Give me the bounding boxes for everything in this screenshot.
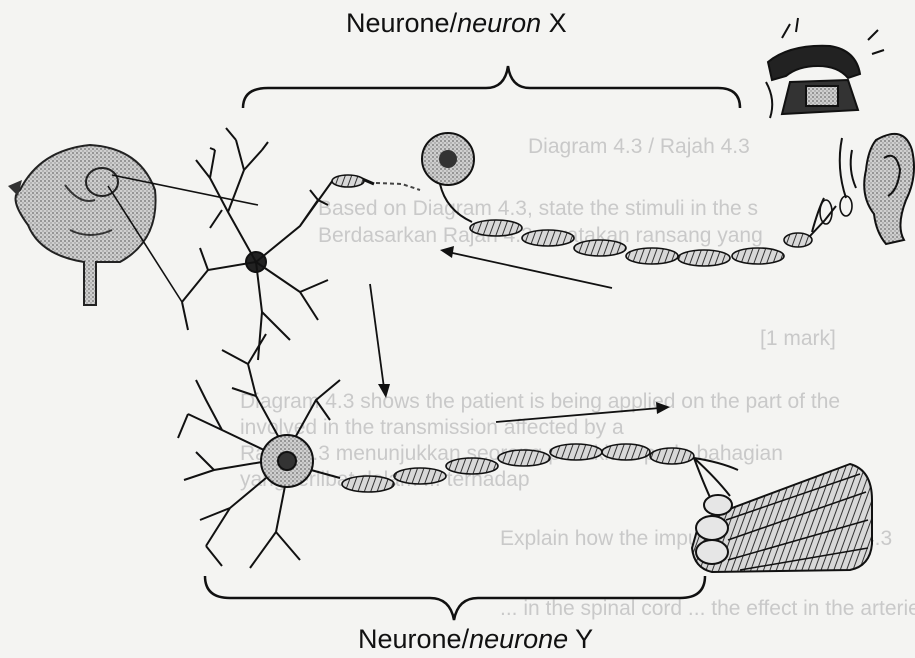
bleed-line: ... in the spinal cord ... the effect in… [500,597,915,620]
ear-icon [840,134,914,244]
impulse-arrow [370,284,390,398]
bleed-line: Based on Diagram 4.3, state the stimuli … [318,197,758,220]
label-suffix: X [541,8,567,38]
muscle-icon [692,464,872,572]
top-brace [243,66,740,108]
neuron-x-label: Neurone/neuron X [346,8,567,39]
label-italic-text: neuron [457,8,541,38]
label-suffix: Y [568,624,593,654]
neuron-y-label: Neurone/neurone Y [358,624,593,655]
label-italic-text: neurone [469,624,568,654]
bleed-line: Diagram 4.3 / Rajah 4.3 [528,135,750,158]
bleed-line: [1 mark] [760,327,836,350]
label-text: Neurone/ [358,624,469,654]
label-text: Neurone/ [346,8,457,38]
telephone-icon [766,18,884,118]
bleed-line: Diagram 4.3 shows the patient is being a… [240,390,840,413]
bleed-line: involved in the transmission affected by… [240,416,624,439]
